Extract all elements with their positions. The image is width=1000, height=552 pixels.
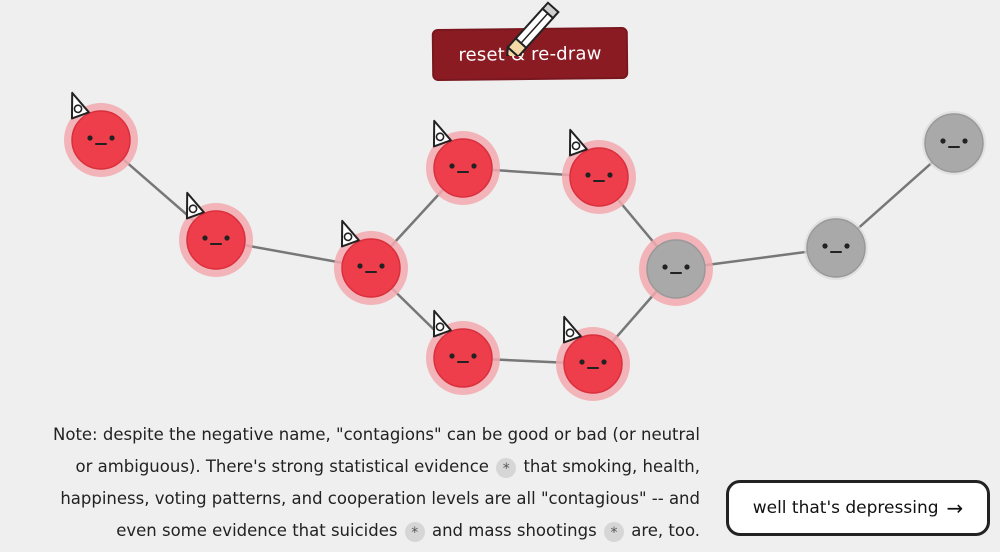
node-body (806, 218, 866, 278)
network-node[interactable] (426, 118, 500, 205)
arrow-right-icon: → (946, 496, 964, 520)
node-body (341, 238, 401, 298)
network-node[interactable] (64, 90, 138, 177)
footnote-marker[interactable]: * (404, 521, 425, 542)
network-node[interactable] (556, 314, 630, 401)
node-face (579, 359, 607, 369)
note-text-part-3: and mass shootings (431, 521, 597, 540)
party-hat-icon (185, 191, 205, 220)
node-face (940, 138, 968, 148)
party-hat-icon (432, 309, 452, 338)
network-node[interactable] (562, 127, 636, 214)
node-body (71, 110, 131, 170)
network-node[interactable] (922, 111, 986, 175)
node-face (357, 263, 385, 273)
node-body (433, 138, 493, 198)
node-body (563, 334, 623, 394)
node-face (585, 172, 613, 182)
network-node[interactable] (804, 216, 868, 280)
network-node[interactable] (334, 218, 408, 305)
well-thats-depressing-button[interactable]: well that's depressing → (726, 480, 990, 536)
network-node[interactable] (179, 190, 253, 277)
footnote-marker[interactable]: * (603, 521, 624, 542)
node-face (449, 353, 477, 363)
node-body (186, 210, 246, 270)
reset-redraw-button[interactable]: reset & re-draw (431, 26, 629, 82)
party-hat-icon (340, 219, 360, 248)
note-text-part-4: are, too. (631, 521, 700, 540)
note-text-part-1: Note: despite the negative name, "contag… (53, 425, 700, 476)
node-face (822, 243, 850, 253)
node-face (662, 264, 690, 274)
party-hat-icon (432, 119, 452, 148)
note-text-part-2: that smoking, health, happiness, voting … (60, 457, 700, 540)
contagion-note: Note: despite the negative name, "contag… (50, 419, 700, 547)
node-face (202, 235, 230, 245)
reset-redraw-label: reset & re-draw (458, 42, 602, 66)
party-hat-icon (562, 315, 582, 344)
network-node[interactable] (426, 308, 500, 395)
node-face (449, 163, 477, 173)
node-body (569, 147, 629, 207)
node-body (433, 328, 493, 388)
next-button-label: well that's depressing (752, 498, 939, 518)
node-face (87, 135, 115, 145)
node-body (646, 239, 706, 299)
party-hat-icon (70, 91, 90, 120)
party-hat-icon (568, 128, 588, 157)
network-node[interactable] (639, 232, 713, 306)
node-body (924, 113, 984, 173)
footnote-marker[interactable]: * (496, 457, 517, 478)
